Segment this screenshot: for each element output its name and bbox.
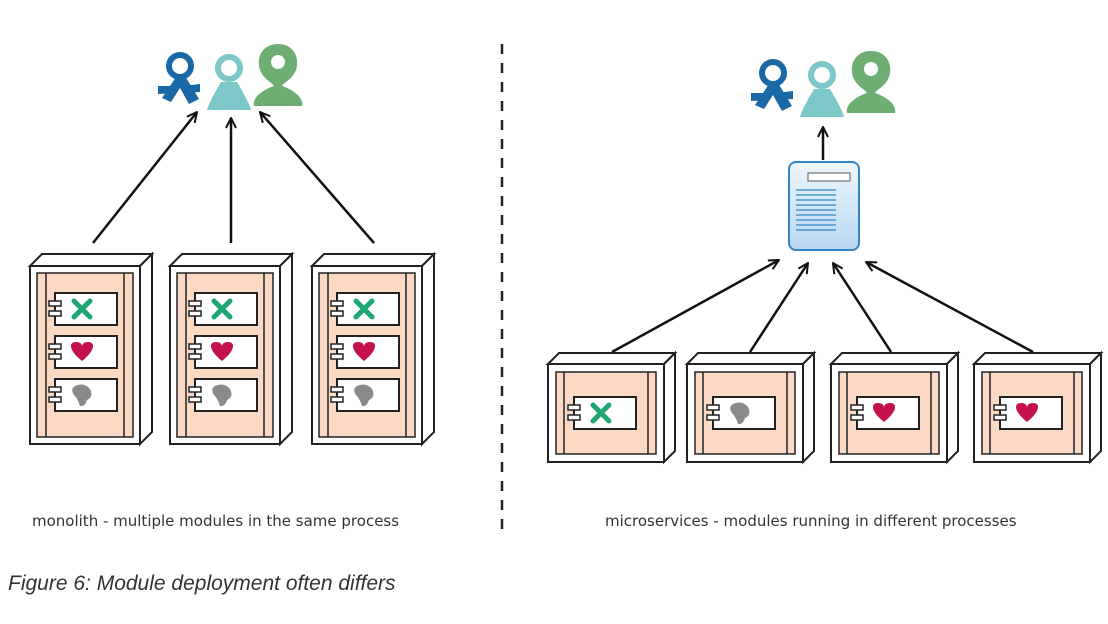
arrow: [833, 263, 893, 353]
x-icon: [590, 402, 612, 424]
document-server-icon: [788, 161, 860, 251]
module-blob: [706, 396, 776, 430]
microservice-process: [828, 350, 961, 465]
module-heart: [48, 335, 118, 369]
module-x: [48, 292, 118, 326]
module-blob: [330, 378, 400, 412]
monolith-users: [158, 44, 303, 110]
arrow: [866, 260, 1034, 354]
blob-icon: [72, 384, 92, 407]
heart-icon: [1016, 403, 1038, 422]
arrow: [260, 112, 375, 244]
module-blob: [188, 378, 258, 412]
monolith-process: [309, 251, 437, 447]
processes-layer: [27, 161, 1104, 465]
person-dark-blue-icon: [751, 59, 793, 111]
arrow: [611, 258, 779, 354]
person-dark-blue-icon: [158, 52, 200, 104]
person-green-icon: [253, 44, 303, 106]
module-x: [567, 396, 637, 430]
monolith-caption: monolith - multiple modules in the same …: [32, 512, 400, 530]
users-layer: [158, 44, 896, 117]
person-teal-icon: [207, 54, 251, 110]
heart-icon: [211, 342, 233, 361]
microservices-users: [751, 51, 896, 117]
figure-caption: Figure 6: Module deployment often differ…: [8, 572, 396, 595]
blob-icon: [212, 384, 232, 407]
monolith-process: [167, 251, 295, 447]
microservice-process: [545, 350, 678, 465]
module-heart: [188, 335, 258, 369]
person-green-icon: [846, 51, 896, 113]
module-heart: [330, 335, 400, 369]
blob-icon: [354, 384, 374, 407]
blob-icon: [730, 402, 750, 425]
microservice-process: [971, 350, 1104, 465]
module-x: [188, 292, 258, 326]
x-icon: [211, 298, 233, 320]
module-heart: [850, 396, 920, 430]
microservice-process: [684, 350, 817, 465]
x-icon: [71, 298, 93, 320]
module-x: [330, 292, 400, 326]
monolith-process: [27, 251, 155, 447]
heart-icon: [71, 342, 93, 361]
x-icon: [353, 298, 375, 320]
arrow: [92, 112, 197, 244]
heart-icon: [873, 403, 895, 422]
heart-icon: [353, 342, 375, 361]
microservices-caption: microservices - modules running in diffe…: [605, 512, 1017, 530]
arrows-layer: [92, 112, 1034, 354]
person-teal-icon: [800, 61, 844, 117]
module-blob: [48, 378, 118, 412]
arrow: [748, 263, 808, 353]
module-heart: [993, 396, 1063, 430]
